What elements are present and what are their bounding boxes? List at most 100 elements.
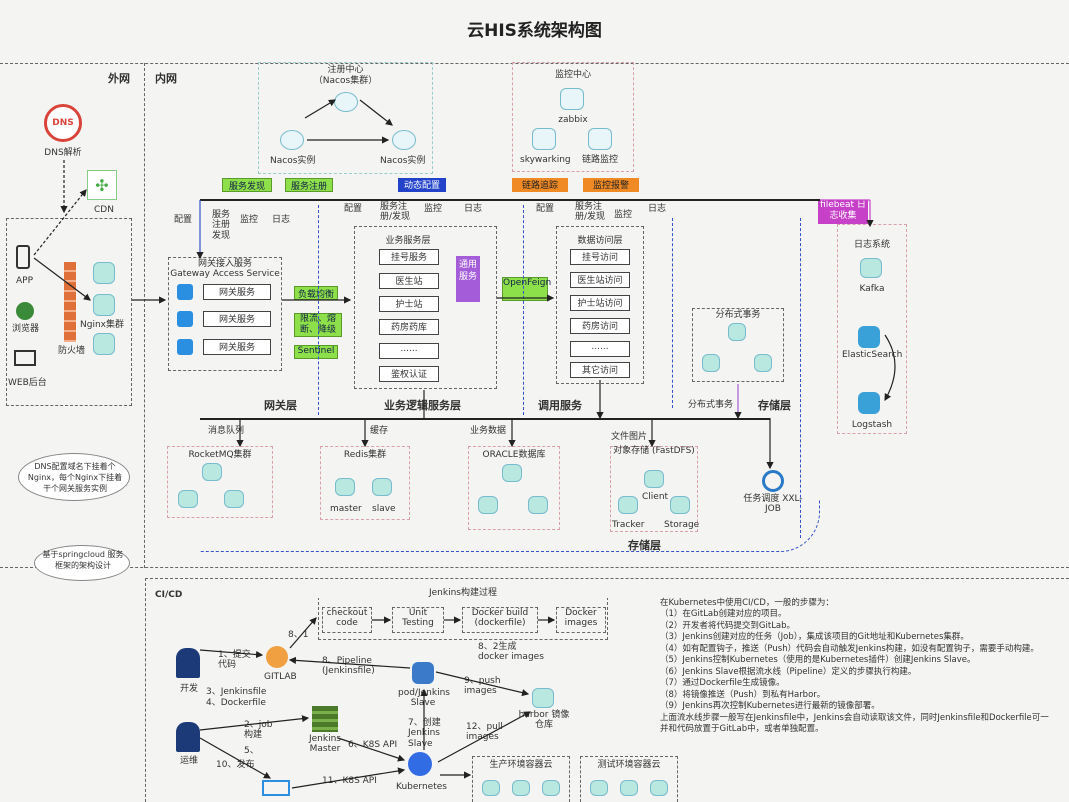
dist-icon <box>702 354 720 372</box>
monitor-box <box>512 62 634 172</box>
xxl-job-label: 任务调度 XXL-JOB <box>743 494 803 515</box>
data-access-item: 其它访问 <box>570 362 630 378</box>
nacos-cloud-icon <box>392 130 416 150</box>
arrow-label: 2、job 构建 <box>244 720 273 741</box>
container-icon <box>482 780 500 796</box>
gateway-box <box>168 257 282 371</box>
rocketmq-icon <box>202 463 222 481</box>
gateway-subtitle: Gateway Access Service <box>170 269 280 279</box>
kafka-icon <box>860 258 882 278</box>
label-svc-reg-disc: 服务注册/发现 <box>380 202 411 223</box>
separator <box>523 205 524 415</box>
arrow-label: 8、1 <box>288 630 309 640</box>
nacos-inst-1: Nacos实例 <box>270 156 316 166</box>
registry-box <box>258 62 433 174</box>
biz-service: 医生站 <box>379 273 439 289</box>
data-access-item: 挂号访问 <box>570 249 630 265</box>
container-icon <box>542 780 560 796</box>
oracle-icon <box>478 496 498 514</box>
nginx-icon-1 <box>93 262 115 284</box>
redis-slave: slave <box>372 504 396 514</box>
oracle-title: ORACLE数据库 <box>482 450 546 460</box>
arrow-label: 6、K8S API <box>348 740 398 750</box>
log-system-title: 日志系统 <box>853 240 890 250</box>
biz-title: 业务服务层 <box>385 236 431 246</box>
dns-icon: DNS <box>44 104 82 142</box>
jenkins-master-label: Jenkins Master <box>308 734 341 755</box>
arrow-label: 5、 <box>244 746 259 756</box>
tag-openfeign: OpenFeign <box>502 277 551 301</box>
app-label: APP <box>16 276 34 286</box>
tag-dyn-config: 动态配置 <box>398 178 446 192</box>
cdn-icon: ✣ <box>87 170 117 200</box>
fastdfs-storage: Storage <box>664 520 700 530</box>
browser-label: 浏览器 <box>12 324 40 334</box>
test-cloud-label: 测试环境容器云 <box>597 760 661 770</box>
redis-title: Redis集群 <box>343 450 387 460</box>
developer-icon <box>176 648 200 678</box>
gateway-title: 网关接入服务 <box>197 259 252 269</box>
elasticsearch-icon <box>858 326 880 348</box>
skywalking-label: skywarking <box>520 155 571 165</box>
arrow-label: 3、Jenkinsfile <box>206 687 267 697</box>
pipeline-step: Docker build (dockerfile) <box>462 607 538 633</box>
prod-cloud-box <box>472 756 570 802</box>
label-log: 日志 <box>648 204 667 214</box>
nginx-label: Nginx集群 <box>80 320 124 330</box>
cicd-region <box>145 578 1069 802</box>
main-region <box>0 63 1069 568</box>
monitor-title: 监控中心 <box>554 70 591 80</box>
fastdfs-client-icon <box>644 470 664 488</box>
data-access-item: 药房访问 <box>570 318 630 334</box>
chain-monitor-label: 链路监控 <box>582 155 619 165</box>
zone-external: 外网 <box>108 72 130 85</box>
tag-svc-register: 服务注册 <box>285 178 333 192</box>
oracle-icon <box>528 496 548 514</box>
gateway-icon <box>177 284 193 300</box>
arrow-label: 4、Dockerfile <box>206 698 266 708</box>
registry-title: 注册中心 <box>327 65 364 75</box>
label-biz-data: 业务数据 <box>470 426 507 436</box>
tag-filebeat: filebeat 日志收集 <box>818 200 868 224</box>
gateway-service: 网关服务 <box>203 284 271 300</box>
arrow-label: 11、K8S API <box>322 776 377 786</box>
biz-service: 鉴权认证 <box>379 366 439 382</box>
bus-line-storage <box>200 418 770 420</box>
arrow-label: 8、2生成 docker images <box>478 642 544 663</box>
xxl-job-icon <box>762 470 784 492</box>
gateway-service: 网关服务 <box>203 311 271 327</box>
browser-icon <box>16 302 34 320</box>
dns-label: DNS解析 <box>44 148 82 158</box>
jenkins-process-title: Jenkins构建过程 <box>318 588 608 599</box>
ops-icon <box>176 722 200 752</box>
label-log: 日志 <box>272 215 291 225</box>
label-config: 配置 <box>344 204 363 214</box>
gateway-icon <box>177 339 193 355</box>
dist-icon <box>754 354 772 372</box>
gateway-icon <box>177 311 193 327</box>
redis-icon <box>372 478 392 496</box>
logstash-icon <box>858 392 880 414</box>
tag-link-trace: 链路追踪 <box>512 178 568 192</box>
gitlab-label: GITLAB <box>264 672 297 682</box>
data-access-item: 护士站访问 <box>570 295 630 311</box>
zabbix-icon <box>560 88 584 110</box>
note-bubble-1: DNS配置域名下挂着个Nginx，每个Nginx下挂着干个网关服务实例 <box>18 453 130 501</box>
container-icon <box>512 780 530 796</box>
tag-common-svc: 通用服务 <box>456 256 480 302</box>
biz-layer-label: 业务逻辑服务层 <box>384 399 461 412</box>
tag-sentinel: Sentinel <box>294 345 338 359</box>
dist-layer-label: 存储层 <box>758 399 791 412</box>
container-icon <box>590 780 608 796</box>
gateway-service: 网关服务 <box>203 339 271 355</box>
arrow-label: 8、Pipeline (Jenkinsfile) <box>322 656 375 677</box>
rocketmq-title: RocketMQ集群 <box>188 450 252 460</box>
ops-label: 运维 <box>180 756 199 766</box>
fastdfs-tracker: Tracker <box>612 520 645 530</box>
zone-cicd: CI/CD <box>155 590 183 600</box>
redis-icon <box>335 478 355 496</box>
pipeline-step: checkout code <box>322 607 372 633</box>
dist-tx-title: 分布式事务 <box>715 310 761 320</box>
label-svc-reg-disc: 服务注册/发现 <box>575 202 606 223</box>
